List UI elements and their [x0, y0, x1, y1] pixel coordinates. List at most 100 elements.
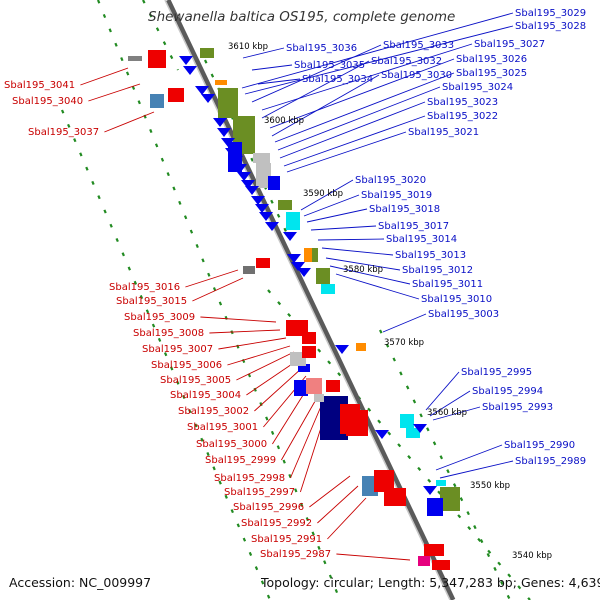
leader-line [335, 273, 420, 300]
genes-value: 4,639 [568, 575, 600, 590]
leader-line [432, 406, 481, 421]
gene-block [316, 268, 330, 284]
scale-label: 3580 kbp [343, 265, 383, 275]
gene-block [148, 50, 166, 68]
gene-block [321, 284, 335, 294]
topology-label: Topology: [261, 575, 320, 590]
gene-label-reverse: Sbal195_3041 [4, 80, 75, 91]
leader-line [279, 101, 426, 159]
gene-label-forward: Sbal195_3030 [381, 70, 452, 81]
leader-line [244, 25, 514, 95]
gene-arrow [213, 118, 227, 127]
leader-line [382, 313, 427, 333]
gene-arrow [217, 128, 231, 137]
gene-label-reverse: Sbal195_3007 [142, 344, 213, 355]
gene-block [218, 88, 238, 118]
gene-block [294, 380, 308, 396]
gene-label-reverse: Sbal195_3009 [124, 312, 195, 323]
leader-line [289, 403, 323, 479]
gene-label-forward: Sbal195_3021 [408, 127, 479, 138]
leader-line [303, 194, 360, 217]
genes-label: Genes: [520, 575, 565, 590]
gene-label-forward: Sbal195_3014 [386, 234, 457, 245]
gene-label-reverse: Sbal195_2996 [233, 502, 304, 513]
scale-labels: 3610 kbp 3600 kbp 3590 kbp 3580 kbp 3570 kbp… [228, 42, 552, 561]
leader-line [439, 460, 514, 479]
gene-label-forward: Sbal195_3024 [442, 82, 513, 93]
leader-line [321, 247, 394, 256]
gene-block [427, 498, 443, 516]
gene-label-forward: Sbal195_3011 [412, 279, 483, 290]
leader-line [277, 86, 441, 151]
gene-label-reverse: Sbal195_3005 [160, 375, 231, 386]
leader-line [317, 238, 385, 241]
gene-arrow [287, 254, 301, 263]
leader-line [306, 208, 368, 223]
gene-label-forward: Sbal195_2994 [472, 386, 543, 397]
scale-label: 3590 kbp [303, 189, 343, 199]
gene-block [418, 556, 430, 566]
leader-line [317, 485, 359, 524]
scale-label: 3570 kbp [384, 338, 424, 348]
gene-arrow [423, 486, 437, 495]
gene-label-forward: Sbal195_3022 [427, 111, 498, 122]
gene-label-forward: Sbal195_3029 [515, 8, 586, 19]
scale-label: 3610 kbp [228, 42, 268, 52]
gene-label-reverse: Sbal195_3004 [170, 390, 241, 401]
tick-track-extra-2 [379, 329, 511, 600]
gene-block [384, 488, 406, 506]
gene-arrow [283, 232, 297, 241]
gene-label-forward: Sbal195_3017 [378, 221, 449, 232]
scale-label: 3560 kbp [427, 408, 467, 418]
gene-arrow [265, 222, 279, 231]
gene-arrow [201, 94, 215, 103]
leader-line [300, 179, 354, 211]
gene-block [314, 394, 324, 402]
leader-line [336, 553, 411, 561]
gene-block [243, 266, 255, 274]
gene-arrow [237, 172, 251, 181]
gene-block [215, 80, 227, 85]
gene-label-forward: Sbal195_3019 [361, 190, 432, 201]
gene-label-reverse: Sbal195_3008 [133, 328, 204, 339]
gene-label-forward: Sbal195_3028 [515, 21, 586, 32]
gene-block [436, 480, 446, 486]
gene-block [228, 142, 242, 172]
gene-block [374, 470, 394, 492]
gene-label-forward: Sbal195_2995 [461, 367, 532, 378]
gene-arrow [183, 66, 197, 75]
backbone-highlight [164, 0, 451, 600]
length-value: 5,347,283 bp [429, 575, 513, 590]
leader-line [274, 72, 455, 143]
leader-line [283, 115, 426, 167]
leader-line [329, 265, 411, 285]
leader-line [242, 47, 285, 59]
gene-label-reverse: Sbal195_3000 [196, 439, 267, 450]
gene-label-reverse: Sbal195_2991 [251, 534, 322, 545]
scale-label: 3540 kbp [512, 551, 552, 561]
gene-label-forward: Sbal195_3018 [369, 204, 440, 215]
gene-block [406, 428, 420, 438]
gene-label-forward: Sbal195_3035 [294, 60, 365, 71]
leader-line [246, 359, 299, 396]
gene-label-reverse: Sbal195_3016 [109, 282, 180, 293]
leader-line [185, 269, 239, 288]
gene-block [312, 248, 318, 262]
gene-block [306, 378, 322, 394]
gene-label-reverse: Sbal195_3002 [178, 406, 249, 417]
leader-line [200, 316, 277, 323]
gene-label-reverse: Sbal195_2997 [224, 487, 295, 498]
scale-label: 3600 kbp [264, 116, 304, 126]
gene-arrow [195, 86, 209, 95]
gene-block [302, 332, 316, 344]
gene-block [298, 364, 310, 372]
gene-block [256, 258, 270, 268]
accession-value: NC_009997 [79, 575, 152, 590]
gene-arrow [291, 262, 305, 271]
gene-block [326, 380, 340, 392]
gene-arrow [255, 204, 269, 213]
leader-line [286, 131, 407, 173]
gene-block [304, 248, 313, 262]
